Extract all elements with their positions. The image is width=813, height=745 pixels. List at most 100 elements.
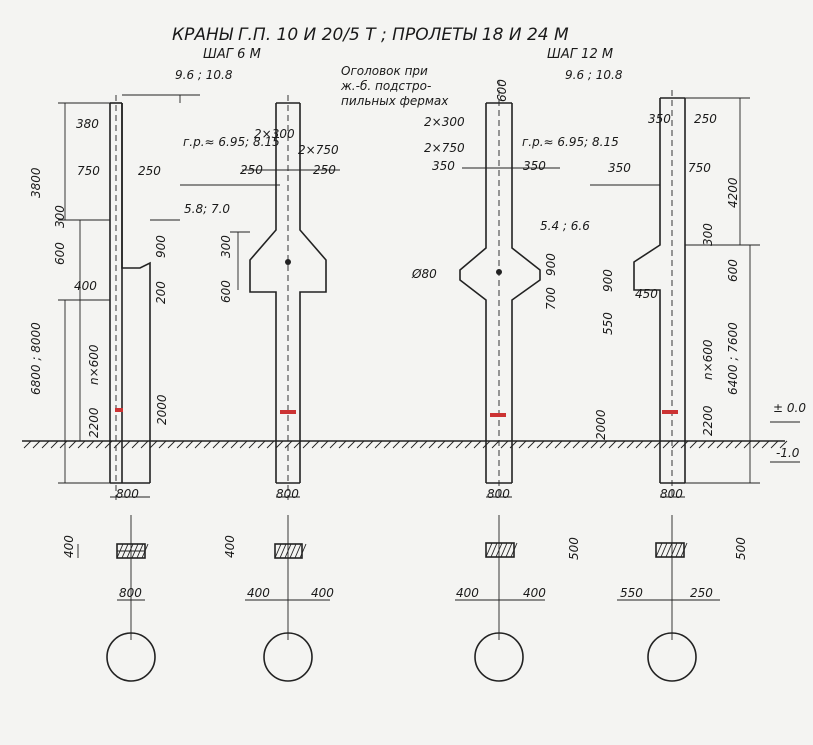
c3-dim-600: 600 xyxy=(495,79,509,102)
sec1-w: 800 xyxy=(119,586,142,600)
note-line-2: ж.-б. подстро- xyxy=(340,79,431,93)
ground-hatch-mark xyxy=(32,440,41,449)
sec3-w2: 400 xyxy=(523,586,546,600)
ground-hatch-mark xyxy=(770,440,779,449)
level-bottom: -1.0 xyxy=(776,446,800,460)
c4-dim-900: 900 xyxy=(601,269,615,292)
ground-hatch-mark xyxy=(473,440,482,449)
c4-level-top: 9.6 ; 10.8 xyxy=(565,68,623,82)
ground-hatch-mark xyxy=(563,440,572,449)
c1-dim-2000: 2000 xyxy=(155,394,169,425)
column-3 xyxy=(459,80,560,500)
c4-dim-n600: n×600 xyxy=(701,339,715,380)
c3-dim-800: 800 xyxy=(487,487,510,501)
ground-hatch-mark xyxy=(77,440,86,449)
ground-hatch-mark xyxy=(347,440,356,449)
ground-hatch-mark xyxy=(86,440,95,449)
title: КРАНЫ Г.П. 10 И 20/5 Т ; ПРОЛЕТЫ 18 И 24… xyxy=(172,25,569,45)
ground-hatch-mark xyxy=(275,440,284,449)
c2-dim-2x750: 2×750 xyxy=(298,143,339,157)
sec3-h: 500 xyxy=(567,537,581,560)
ground-hatch-mark xyxy=(248,440,257,449)
ground-hatch-mark xyxy=(617,440,626,449)
sec1-h: 400 xyxy=(62,535,76,558)
c4-dim-300: 300 xyxy=(701,223,715,246)
c1-dim-3800: 3800 xyxy=(29,167,43,198)
c1-dim-2200: 2200 xyxy=(87,407,101,438)
ground-hatch-mark xyxy=(554,440,563,449)
c1-level-console: 5.8; 7.0 xyxy=(184,202,230,216)
ground-hatch-mark xyxy=(68,440,77,449)
ground-hatch-mark xyxy=(167,440,176,449)
ground-hatch-mark xyxy=(446,440,455,449)
column-4 xyxy=(590,90,760,500)
c1-dim-250: 250 xyxy=(138,164,161,178)
sec4-w1: 550 xyxy=(620,586,643,600)
ground-hatch-mark xyxy=(581,440,590,449)
c2-dim-600: 600 xyxy=(219,280,233,303)
c3-dim-2x300: 2×300 xyxy=(424,115,465,129)
ground-hatch-mark xyxy=(518,440,527,449)
c3-dim-d80: Ø80 xyxy=(411,267,437,281)
ground-hatch-mark xyxy=(374,440,383,449)
ground-hatch-mark xyxy=(149,440,158,449)
sec3-w1: 400 xyxy=(456,586,479,600)
c1-level-rail: г.р.≈ 6.95; 8.15 xyxy=(183,135,280,149)
c3-dim-700: 700 xyxy=(544,287,558,310)
ground-hatch-mark xyxy=(392,440,401,449)
level-ground: ± 0.0 xyxy=(773,401,806,415)
c4-dim-6400-7600: 6400 ; 7600 xyxy=(726,322,740,395)
ground-hatch-mark xyxy=(464,440,473,449)
section-2 xyxy=(245,515,330,682)
section-hatch-mark xyxy=(490,542,498,558)
ground-hatch-mark xyxy=(41,440,50,449)
ground-hatch-mark xyxy=(302,440,311,449)
ground-hatch-mark xyxy=(338,440,347,449)
c1-dim-900: 900 xyxy=(154,235,168,258)
c1-dim-400: 400 xyxy=(74,279,97,293)
ground-hatch-mark xyxy=(239,440,248,449)
section-hatch-mark xyxy=(299,543,307,559)
c1-level-top: 9.6 ; 10.8 xyxy=(175,68,233,82)
ground-hatch-mark xyxy=(725,440,734,449)
c3-level-console: 5.4 ; 6.6 xyxy=(540,219,590,233)
c3-dim-350b: 350 xyxy=(523,159,546,173)
ground-hatch-mark xyxy=(50,440,59,449)
c1-dim-200: 200 xyxy=(154,281,168,304)
ground-hatch-mark xyxy=(176,440,185,449)
note-line-3: пильных фермах xyxy=(341,94,449,108)
ground-hatch-mark xyxy=(428,440,437,449)
sec4-h: 500 xyxy=(734,537,748,560)
c1-dim-800: 800 xyxy=(116,487,139,501)
section-hatch-mark xyxy=(665,542,673,558)
c4-dim-600: 600 xyxy=(726,259,740,282)
c1-dim-380: 380 xyxy=(76,117,99,131)
sec4-w2: 250 xyxy=(690,586,713,600)
ground-hatch-mark xyxy=(365,440,374,449)
ground-hatch-mark xyxy=(689,440,698,449)
section-hatch-mark xyxy=(274,543,282,559)
ground-hatch-mark xyxy=(572,440,581,449)
section-4 xyxy=(617,515,720,682)
step-left-label: ШАГ 6 М xyxy=(203,47,261,62)
section-hatch-mark xyxy=(485,542,493,558)
ground-hatch-mark xyxy=(257,440,266,449)
section-1 xyxy=(77,515,156,682)
section-hatch-mark xyxy=(675,542,683,558)
column-2 xyxy=(230,95,340,500)
c1-dim-n600: n×600 xyxy=(87,344,101,385)
section-hatch-mark xyxy=(655,542,663,558)
ground-hatch-mark xyxy=(140,440,149,449)
ground-hatch-mark xyxy=(500,440,509,449)
c3-dim-2x750: 2×750 xyxy=(424,141,465,155)
ground-hatch-mark xyxy=(752,440,761,449)
ground-hatch-mark xyxy=(635,440,644,449)
note-line-1: Оголовок при xyxy=(341,64,428,78)
ground-hatch-mark xyxy=(203,440,212,449)
step-right-label: ШАГ 12 М xyxy=(547,47,613,62)
c1-dim-600: 600 xyxy=(53,242,67,265)
c1-dim-750: 750 xyxy=(77,164,100,178)
ground-hatch-mark xyxy=(194,440,203,449)
ground-hatch-mark xyxy=(608,440,617,449)
